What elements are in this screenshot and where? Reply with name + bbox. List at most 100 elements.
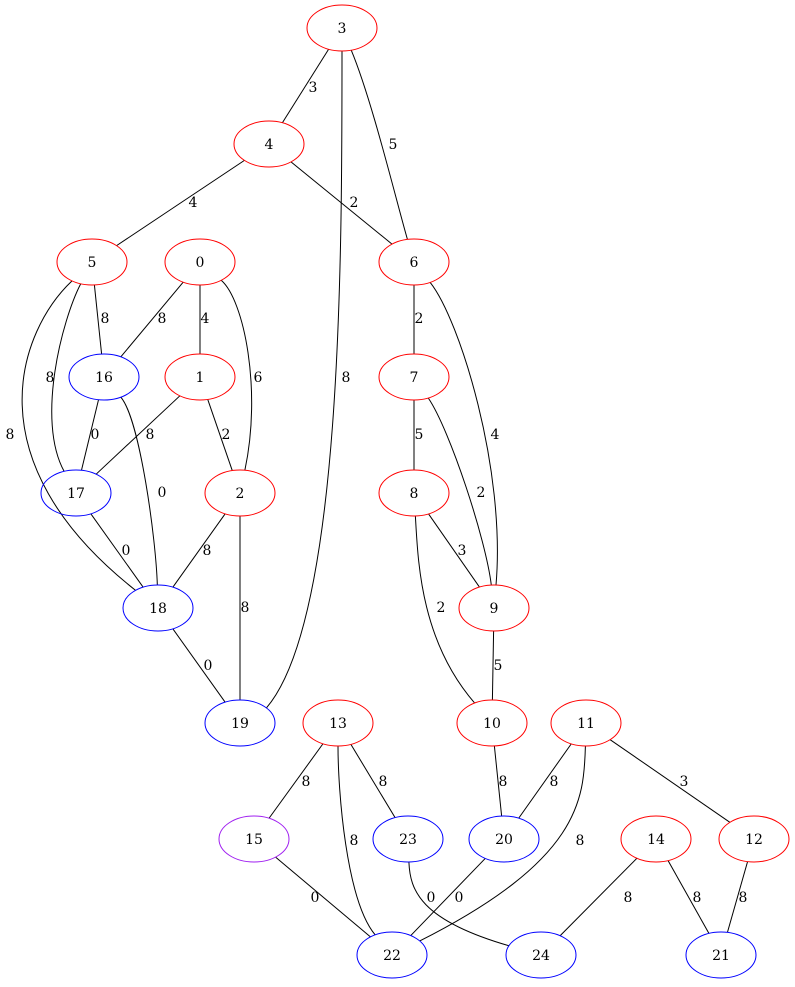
edge-8-9: 3 [428, 513, 480, 588]
edge-10-20: 8 [493, 745, 508, 817]
node-10: 10 [456, 699, 528, 747]
node-5: 5 [56, 238, 128, 286]
node-14: 14 [620, 815, 692, 863]
node-ellipse [620, 815, 692, 863]
edge-13-15: 8 [268, 743, 324, 819]
edge-23-24: 0 [408, 861, 510, 947]
edge-weight-label: 0 [204, 658, 213, 674]
node-ellipse [685, 931, 757, 979]
edge-11-22: 8 [419, 745, 586, 942]
node-label: 20 [495, 832, 513, 848]
edge-0-1: 4 [199, 285, 210, 354]
edge-16-18: 0 [120, 396, 167, 586]
edge-13-23: 8 [350, 744, 396, 818]
edge-weight-label: 8 [499, 774, 508, 790]
node-8: 8 [378, 469, 450, 517]
edge-line [172, 513, 226, 588]
node-23: 23 [372, 815, 444, 863]
node-label: 18 [149, 601, 167, 617]
edge-line [609, 739, 731, 823]
node-label: 14 [647, 832, 665, 848]
node-ellipse [356, 931, 428, 979]
edge-weight-label: 2 [415, 311, 424, 327]
edge-line [350, 744, 396, 818]
edge-line [350, 49, 408, 240]
edge-line [493, 745, 503, 817]
edge-weight-label: 8 [550, 774, 559, 790]
edge-line [93, 284, 103, 355]
edge-weight-label: 8 [241, 600, 250, 616]
node-label: 17 [67, 486, 85, 502]
edge-20-22: 0 [410, 858, 486, 936]
edge-line [410, 858, 486, 936]
node-ellipse [233, 120, 305, 168]
edge-8-10: 2 [414, 515, 476, 704]
edge-15-22: 0 [275, 856, 371, 938]
node-label: 0 [196, 255, 205, 271]
node-ellipse [218, 815, 290, 863]
node-12: 12 [718, 815, 790, 863]
node-18: 18 [122, 584, 194, 632]
node-ellipse [505, 931, 577, 979]
edge-weight-label: 0 [455, 890, 464, 906]
edge-weight-label: 8 [576, 833, 585, 849]
node-ellipse [122, 584, 194, 632]
node-ellipse [468, 815, 540, 863]
edge-line [559, 857, 638, 937]
node-24: 24 [505, 931, 577, 979]
edge-3-6: 5 [350, 49, 408, 240]
edge-line [281, 48, 330, 124]
edge-weight-label: 2 [222, 427, 231, 443]
edge-line [290, 161, 393, 245]
edge-weight-label: 8 [342, 370, 351, 386]
node-21: 21 [685, 931, 757, 979]
node-label: 3 [338, 21, 347, 37]
edge-line [428, 513, 480, 588]
node-ellipse [306, 4, 378, 52]
edge-3-4: 3 [281, 48, 330, 124]
node-13: 13 [302, 699, 374, 747]
edge-6-9: 4 [429, 282, 500, 586]
edge-14-24: 8 [559, 857, 638, 937]
edge-5-18: 8 [6, 280, 136, 591]
edge-line [120, 281, 184, 358]
node-4: 4 [233, 120, 305, 168]
edge-weight-label: 3 [309, 80, 318, 96]
node-ellipse [204, 469, 276, 517]
edge-weight-label: 0 [158, 485, 167, 501]
edge-weight-label: 5 [389, 137, 398, 153]
node-6: 6 [378, 238, 450, 286]
node-label: 5 [88, 255, 97, 271]
edge-11-20: 8 [518, 743, 572, 819]
edge-line [220, 279, 253, 471]
node-label: 23 [399, 832, 417, 848]
node-ellipse [164, 353, 236, 401]
node-label: 11 [577, 716, 595, 732]
edge-weight-label: 8 [203, 543, 212, 559]
node-ellipse [378, 353, 450, 401]
node-label: 21 [712, 948, 730, 964]
node-ellipse [378, 469, 450, 517]
edge-line [90, 513, 144, 588]
node-ellipse [204, 699, 276, 747]
edge-weight-label: 8 [101, 311, 110, 327]
node-22: 22 [356, 931, 428, 979]
node-label: 13 [329, 716, 347, 732]
edge-0-16: 8 [120, 281, 184, 358]
edge-17-18: 0 [90, 513, 144, 588]
edge-weight-label: 8 [379, 774, 388, 790]
edge-4-5: 4 [116, 159, 245, 247]
edge-weight-label: 8 [739, 890, 748, 906]
edge-weight-label: 0 [311, 890, 320, 906]
edge-weight-label: 3 [680, 774, 689, 790]
edge-4-6: 2 [290, 161, 393, 245]
node-ellipse [56, 238, 128, 286]
edge-5-16: 8 [93, 284, 110, 355]
edge-weight-label: 8 [158, 311, 167, 327]
edge-weight-label: 4 [201, 311, 210, 327]
node-20: 20 [468, 815, 540, 863]
edge-0-2: 6 [220, 279, 263, 471]
node-ellipse [456, 699, 528, 747]
